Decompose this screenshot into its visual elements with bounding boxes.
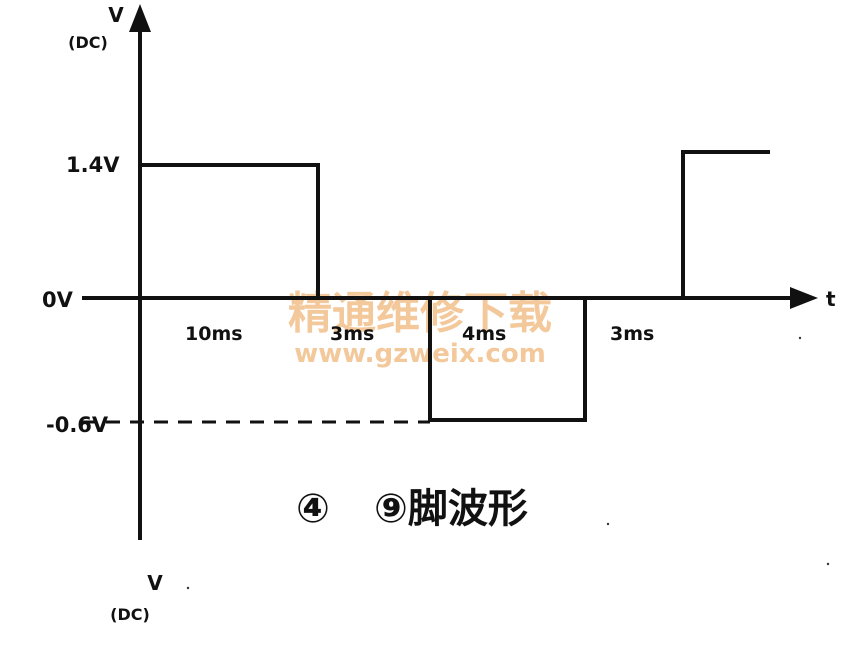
y-top-unit-sub: (DC) xyxy=(68,33,108,52)
duration-label-2: 3ms xyxy=(330,323,374,345)
scan-speck xyxy=(798,336,802,340)
scan-speck xyxy=(606,522,610,526)
y-bottom-unit: V xyxy=(147,571,163,595)
duration-label-1: 10ms xyxy=(185,323,243,345)
y-axis-arrow xyxy=(129,4,151,32)
x-axis-arrow xyxy=(790,287,818,309)
y-top-unit: V xyxy=(108,3,124,27)
caption-pin-4: ④ xyxy=(296,486,330,532)
x-unit: t xyxy=(826,287,836,311)
watermark-url: www.gzweix.com xyxy=(294,339,546,369)
duration-label-4: 3ms xyxy=(610,323,654,345)
y-bottom-unit-sub: (DC) xyxy=(110,605,150,624)
duration-label-3: 4ms xyxy=(462,323,506,345)
level-zero-label: 0V xyxy=(42,288,74,312)
caption-pin-9-waveform: ⑨脚波形 xyxy=(374,486,528,532)
scan-speck xyxy=(826,562,830,566)
scan-speck xyxy=(186,586,190,590)
square-waveform xyxy=(140,150,770,422)
level-low-label: -0.6V xyxy=(46,413,109,437)
watermark-cn: 精通维修下载 xyxy=(288,288,552,339)
level-high-label: 1.4V xyxy=(66,153,120,177)
